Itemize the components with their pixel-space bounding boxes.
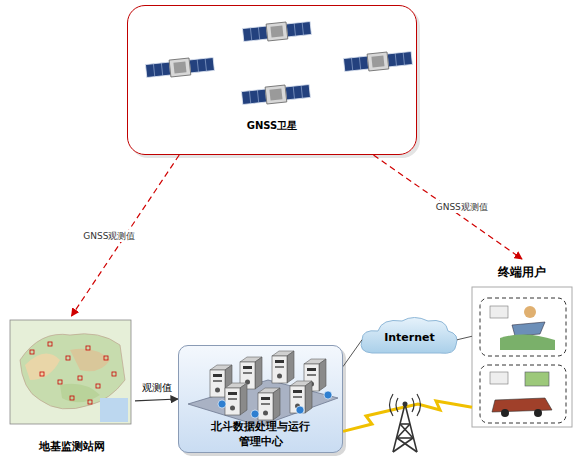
edge-label: GNSS观测值 xyxy=(81,230,137,242)
node-label: Internet xyxy=(384,331,435,345)
edge-label: GNSS观测值 xyxy=(434,201,490,213)
node-label: 北斗数据处理与运行管理中心 xyxy=(208,420,314,449)
station-network: 地基监测站网 xyxy=(8,318,135,456)
node-label: 终端用户 xyxy=(498,265,546,281)
internet-cloud: Internet xyxy=(362,320,457,356)
connector xyxy=(457,336,472,340)
connector xyxy=(72,155,180,316)
connector xyxy=(343,340,362,367)
node-label: 地基监测站网 xyxy=(39,440,105,454)
data-center-box: 北斗数据处理与运行管理中心 xyxy=(178,345,343,453)
connector xyxy=(135,399,178,401)
terminal-user-group: 终端用户 xyxy=(472,262,572,427)
edge-label: 观测值 xyxy=(140,382,174,394)
node-label: GNSS卫星 xyxy=(247,119,298,132)
satellite-panel: GNSS卫星 xyxy=(127,5,417,155)
connector xyxy=(374,155,523,259)
